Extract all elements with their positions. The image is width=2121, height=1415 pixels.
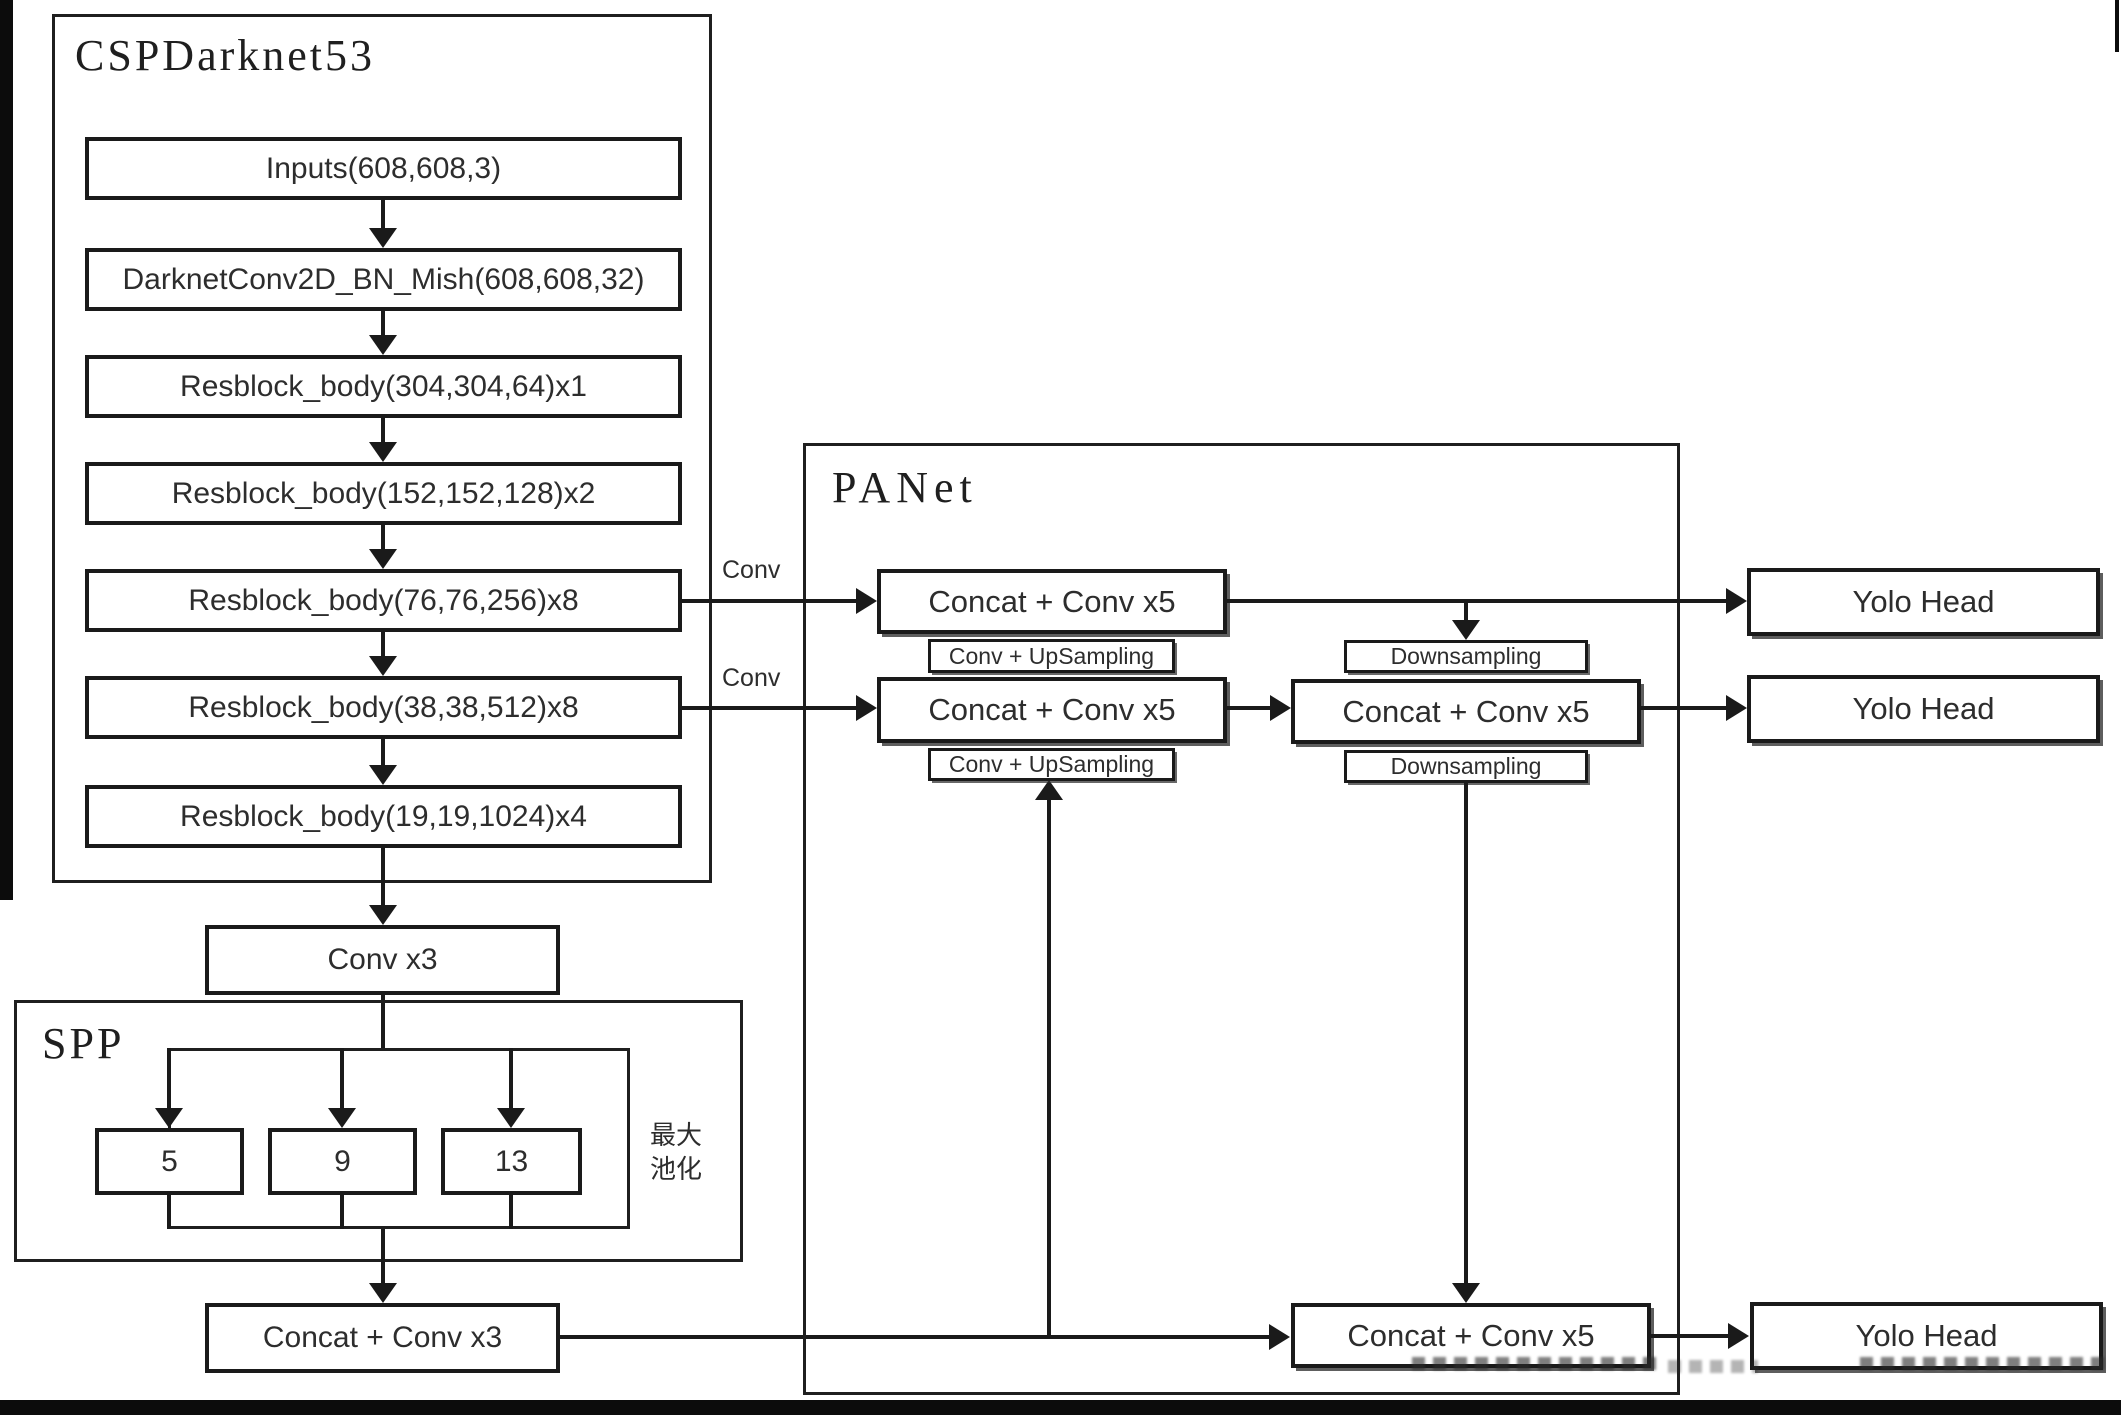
arrow-right-icon bbox=[1726, 588, 1747, 614]
connector-line bbox=[1651, 1334, 1729, 1338]
node-maxpool-5: 5 bbox=[95, 1128, 244, 1195]
connector-line bbox=[1047, 798, 1051, 1339]
arrow-down-icon bbox=[328, 1108, 356, 1128]
node-resblock-38: Resblock_body(38,38,512)x8 bbox=[85, 676, 682, 739]
connector-line bbox=[381, 632, 385, 658]
node-resblock-304: Resblock_body(304,304,64)x1 bbox=[85, 355, 682, 418]
arrow-up-icon bbox=[1035, 780, 1063, 800]
node-yolo-head-2: Yolo Head bbox=[1747, 675, 2100, 743]
cspdarknet53-title: CSPDarknet53 bbox=[75, 31, 375, 80]
node-inputs: Inputs(608,608,3) bbox=[85, 137, 682, 200]
node-p3-concat-conv-x5: Concat + Conv x5 bbox=[877, 569, 1227, 634]
connector-line bbox=[1641, 706, 1727, 710]
arrow-down-icon bbox=[155, 1108, 183, 1128]
connector-line bbox=[509, 1048, 513, 1110]
connector-line bbox=[560, 1335, 1272, 1339]
right-edge-tick bbox=[2115, 0, 2119, 52]
watermark bbox=[1412, 1357, 1657, 1370]
bottom-edge-bar bbox=[0, 1400, 2121, 1415]
node-yolo-head-1: Yolo Head bbox=[1747, 568, 2100, 636]
connector-line bbox=[1464, 783, 1468, 1284]
arrow-down-icon bbox=[369, 905, 397, 925]
connector-line bbox=[509, 1195, 513, 1229]
maxpool-label-line1: 最大 bbox=[650, 1120, 703, 1150]
spp-title: SPP bbox=[42, 1019, 125, 1068]
node-resblock-76: Resblock_body(76,76,256)x8 bbox=[85, 569, 682, 632]
panet-frame bbox=[803, 443, 1680, 1395]
arrow-down-icon bbox=[369, 228, 397, 248]
connector-line bbox=[381, 525, 385, 551]
connector-line bbox=[167, 1195, 171, 1229]
arrow-right-icon bbox=[1270, 695, 1291, 721]
spp-frame bbox=[14, 1000, 743, 1262]
node-downsampling-2: Downsampling bbox=[1344, 750, 1588, 783]
arrow-right-icon bbox=[1726, 695, 1747, 721]
connector-line bbox=[1227, 706, 1271, 710]
connector-line bbox=[340, 1048, 344, 1110]
left-edge-bar bbox=[0, 0, 13, 900]
node-maxpool-9: 9 bbox=[268, 1128, 417, 1195]
connector-line bbox=[381, 311, 385, 337]
node-conv-x3: Conv x3 bbox=[205, 925, 560, 995]
node-darknetconv2d-bn-mish: DarknetConv2D_BN_Mish(608,608,32) bbox=[85, 248, 682, 311]
connector-line bbox=[682, 599, 858, 603]
arrow-right-icon bbox=[856, 695, 877, 721]
arrow-down-icon bbox=[369, 549, 397, 569]
edge-label-conv-p3: Conv bbox=[722, 556, 781, 584]
arrow-down-icon bbox=[369, 765, 397, 785]
connector-line bbox=[682, 706, 858, 710]
arrow-right-icon bbox=[1728, 1323, 1749, 1349]
connector-line bbox=[340, 1195, 344, 1229]
node-resblock-152: Resblock_body(152,152,128)x2 bbox=[85, 462, 682, 525]
watermark bbox=[1668, 1360, 1758, 1373]
node-concat-conv-x3: Concat + Conv x3 bbox=[205, 1303, 560, 1373]
connector-line bbox=[381, 418, 385, 444]
connector-line bbox=[381, 1229, 385, 1285]
arrow-down-icon bbox=[1452, 1283, 1480, 1303]
node-resblock-19: Resblock_body(19,19,1024)x4 bbox=[85, 785, 682, 848]
node-p4-concat-conv-x5: Concat + Conv x5 bbox=[877, 677, 1227, 743]
node-n4-concat-conv-x5: Concat + Conv x5 bbox=[1291, 679, 1641, 744]
node-conv-upsampling-1: Conv + UpSampling bbox=[928, 639, 1175, 673]
connector-line bbox=[381, 200, 385, 230]
maxpool-label-line2: 池化 bbox=[650, 1154, 703, 1184]
arrow-down-icon bbox=[1452, 620, 1480, 640]
arrow-down-icon bbox=[369, 1283, 397, 1303]
arrow-down-icon bbox=[369, 656, 397, 676]
connector-line bbox=[381, 848, 385, 907]
maxpool-label: 最大 池化 bbox=[650, 1118, 702, 1186]
node-maxpool-13: 13 bbox=[441, 1128, 582, 1195]
connector-line bbox=[1227, 599, 1727, 603]
watermark bbox=[1860, 1357, 2108, 1370]
connector-line bbox=[1464, 601, 1468, 622]
arrow-down-icon bbox=[369, 335, 397, 355]
connector-line bbox=[167, 1048, 171, 1110]
panet-title: PANet bbox=[832, 463, 978, 512]
connector-line bbox=[381, 995, 385, 1048]
arrow-right-icon bbox=[1269, 1324, 1290, 1350]
connector-line bbox=[381, 739, 385, 767]
arrow-down-icon bbox=[497, 1108, 525, 1128]
arrow-right-icon bbox=[856, 588, 877, 614]
node-downsampling-1: Downsampling bbox=[1344, 640, 1588, 673]
node-conv-upsampling-2: Conv + UpSampling bbox=[928, 748, 1175, 781]
arrow-down-icon bbox=[369, 442, 397, 462]
edge-label-conv-p4: Conv bbox=[722, 664, 781, 692]
